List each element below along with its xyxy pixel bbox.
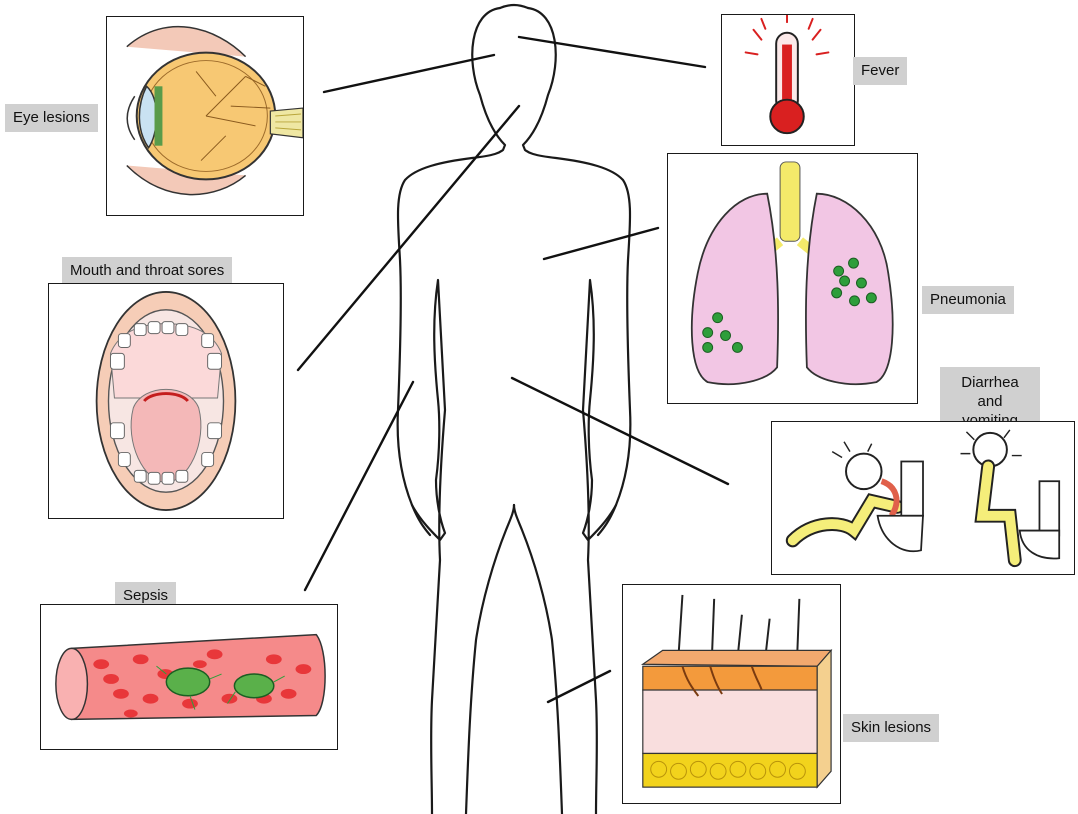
human-body-outline — [398, 5, 631, 814]
open-mouth-icon — [49, 284, 283, 518]
diarrhea-person-icon — [961, 430, 1060, 560]
eye-anatomy-icon — [107, 17, 303, 215]
connector-mouth — [298, 106, 519, 370]
skin-lesions-label: Skin lesions — [843, 714, 939, 742]
connector-skin — [548, 671, 610, 702]
vomiting-person-icon — [772, 422, 1074, 574]
connector-pneumonia — [544, 228, 658, 259]
mouth-label: Mouth and throat sores — [62, 257, 232, 285]
skin-section-icon — [623, 585, 840, 803]
skin-lesions-image — [622, 584, 841, 804]
connector-fever — [519, 37, 705, 67]
connector-sepsis — [305, 382, 413, 590]
sepsis-image — [40, 604, 338, 750]
diarrhea-vomiting-image — [771, 421, 1075, 575]
thermometer-icon — [722, 15, 854, 145]
fever-image — [721, 14, 855, 146]
eye-lesions-image — [106, 16, 304, 216]
fever-label: Fever — [853, 57, 907, 85]
connector-eye — [324, 55, 494, 92]
lungs-icon — [668, 154, 917, 403]
pneumonia-image — [667, 153, 918, 404]
blood-vessel-icon — [41, 605, 337, 749]
mouth-sores-image — [48, 283, 284, 519]
eye-lesions-label: Eye lesions — [5, 104, 98, 132]
pneumonia-label: Pneumonia — [922, 286, 1014, 314]
